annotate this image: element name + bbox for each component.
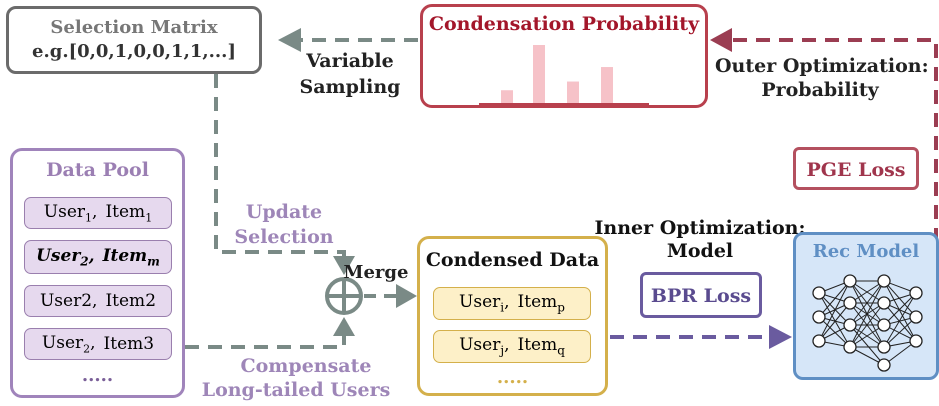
probability-bar (567, 81, 579, 103)
compensate-label-2: Long-tailed Users (201, 379, 391, 401)
variable-sampling-label-2: Sampling (299, 76, 401, 98)
probability-bar (501, 90, 513, 103)
pge-loss-box: PGE Loss (793, 147, 919, 190)
data-pool-title: Data Pool (46, 159, 149, 181)
merge-arrowhead (396, 284, 417, 308)
update-selection-label-2: Selection (234, 226, 334, 248)
outer-opt-label-2: Probability (761, 79, 879, 101)
condensed-data-ellipsis: ..... (496, 367, 529, 388)
compensate-label-1: Compensate (240, 355, 372, 377)
data-pool-row-selected: User2, Itemm (24, 240, 172, 274)
data-pool-row: User2, Item3 (24, 328, 172, 360)
data-pool-row: User2, Item2 (24, 285, 172, 317)
sampling-arrowhead (278, 28, 301, 52)
merge-label: Merge (343, 262, 409, 283)
condensation-probability-title: Condensation Probability (428, 13, 700, 35)
inner-opt-label-2: Model (666, 240, 734, 262)
pge-loss-label: PGE Loss (806, 159, 906, 181)
compensate-arrowhead (333, 317, 355, 336)
condensed-data-title: Condensed Data (425, 249, 600, 271)
update-selection-arrowhead (333, 256, 355, 275)
rec-model-box: Rec Model (793, 232, 939, 380)
bpr-loss-box: BPR Loss (640, 272, 762, 318)
condensed-data-box: Condensed Data Useri, Itemp Userj, Itemq… (417, 236, 608, 396)
bpr-loss-label: BPR Loss (650, 285, 752, 307)
inner-opt-arrowhead (769, 325, 792, 349)
variable-sampling-label-1: Variable (306, 50, 394, 72)
data-pool-ellipsis: ..... (81, 365, 114, 386)
data-pool-box: Data Pool User1, Item1 User2, Itemm User… (10, 148, 185, 398)
inner-opt-label-1: Inner Optimization: (594, 217, 806, 239)
update-selection-label-1: Update (245, 201, 323, 223)
probability-bar (601, 67, 613, 103)
selection-matrix-value: e.g.[0,0,1,0,0,1,1,...] (32, 41, 236, 62)
condensation-probability-box: Condensation Probability (420, 4, 708, 108)
condensed-data-row: Useri, Itemp (433, 287, 591, 320)
rec-model-title: Rec Model (812, 241, 920, 262)
condensed-data-row: Userj, Itemq (433, 330, 591, 363)
selection-matrix-title: Selection Matrix (50, 17, 218, 38)
neural-network-icon (812, 274, 923, 372)
probability-bar (533, 45, 545, 103)
outer-opt-line (730, 38, 938, 265)
outer-opt-arrowhead (710, 28, 732, 52)
data-pool-row: User1, Item1 (24, 197, 172, 229)
probability-bar-chart (479, 45, 649, 105)
selection-matrix-box: Selection Matrix e.g.[0,0,1,0,0,1,1,...] (6, 6, 262, 74)
compensate-line (185, 330, 346, 349)
outer-opt-label-1: Outer Optimization: (715, 55, 929, 77)
